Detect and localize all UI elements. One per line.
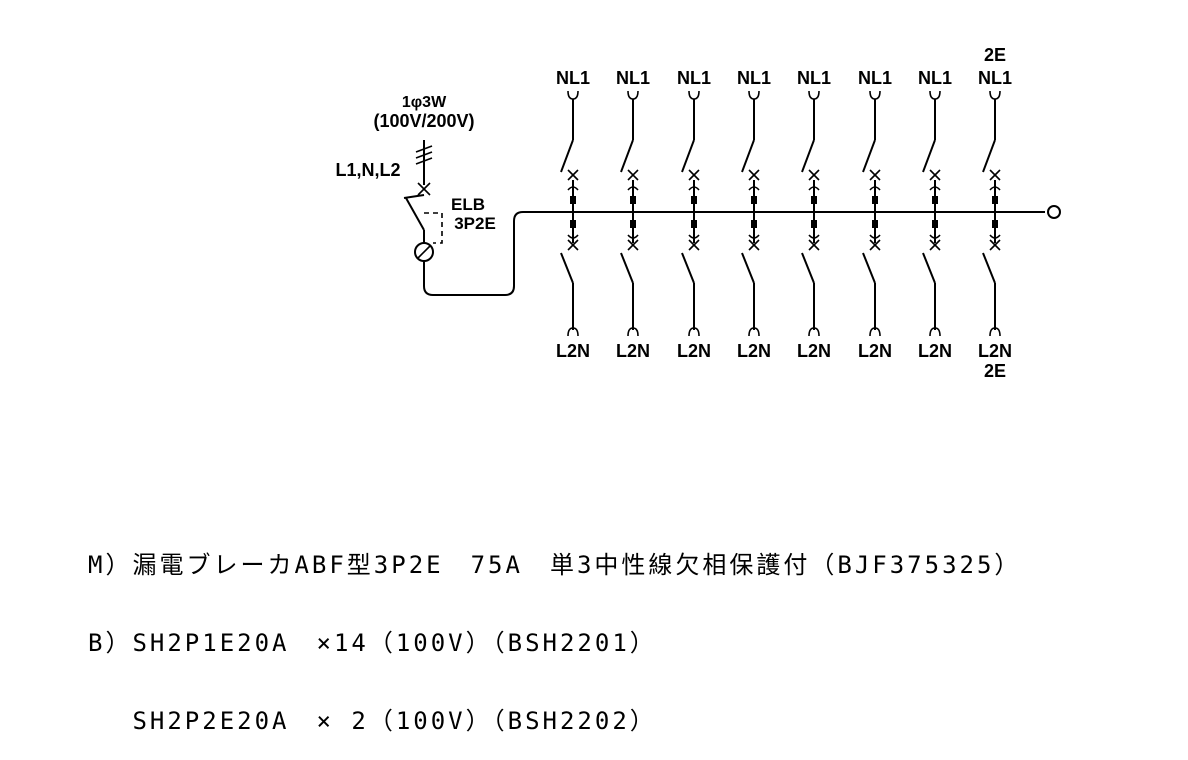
parts-legend: M）漏電ブレーカABF型3P2E 75A 単3中性線欠相保護付（BJF37532… bbox=[88, 500, 1021, 760]
legend-line-branch-1: B）SH2P1E20A ×14（100V）（BSH2201） bbox=[88, 629, 657, 657]
output-terminal-icon bbox=[1047, 205, 1061, 219]
branch-top-label: NL1 bbox=[918, 68, 952, 88]
branch-top-extra-label: 2E bbox=[984, 45, 1006, 65]
supply-voltage-label: (100V/200V) bbox=[373, 111, 474, 131]
branch-bottom-label: L2N bbox=[918, 341, 952, 361]
supply-phase-label: 1φ3W bbox=[402, 94, 447, 111]
supply-lines-label: L1,N,L2 bbox=[335, 160, 400, 180]
branch-top-label: NL1 bbox=[797, 68, 831, 88]
branch-circuits: NL1L2NNL1L2NNL1L2NNL1L2NNL1L2NNL1L2NNL1L… bbox=[556, 45, 1012, 381]
branch-bottom-extra-label: 2E bbox=[984, 361, 1006, 381]
branch-bottom-label: L2N bbox=[797, 341, 831, 361]
main-breaker-symbol bbox=[403, 194, 1061, 296]
legend-line-branch-2: SH2P2E20A × 2（100V）（BSH2202） bbox=[88, 707, 657, 735]
branch-bottom-label: L2N bbox=[858, 341, 892, 361]
incoming-line bbox=[415, 140, 433, 196]
branch-bottom-label: L2N bbox=[737, 341, 771, 361]
branch-top-label: NL1 bbox=[978, 68, 1012, 88]
branch-top-label: NL1 bbox=[556, 68, 590, 88]
branch-top-label: NL1 bbox=[858, 68, 892, 88]
branch-top-label: NL1 bbox=[616, 68, 650, 88]
branch-top-label: NL1 bbox=[737, 68, 771, 88]
branch-bottom-label: L2N bbox=[677, 341, 711, 361]
branch-bottom-label: L2N bbox=[978, 341, 1012, 361]
branch-bottom-label: L2N bbox=[616, 341, 650, 361]
main-breaker-label: ELB bbox=[451, 195, 485, 214]
legend-line-main: M）漏電ブレーカABF型3P2E 75A 単3中性線欠相保護付（BJF37532… bbox=[88, 551, 1022, 579]
branch-top-label: NL1 bbox=[677, 68, 711, 88]
branch-bottom-label: L2N bbox=[556, 341, 590, 361]
main-breaker-poles-label: 3P2E bbox=[454, 214, 496, 233]
single-line-diagram: 1φ3W (100V/200V) L1,N,L2 ELB 3P2E NL1L2N… bbox=[335, 45, 1061, 381]
